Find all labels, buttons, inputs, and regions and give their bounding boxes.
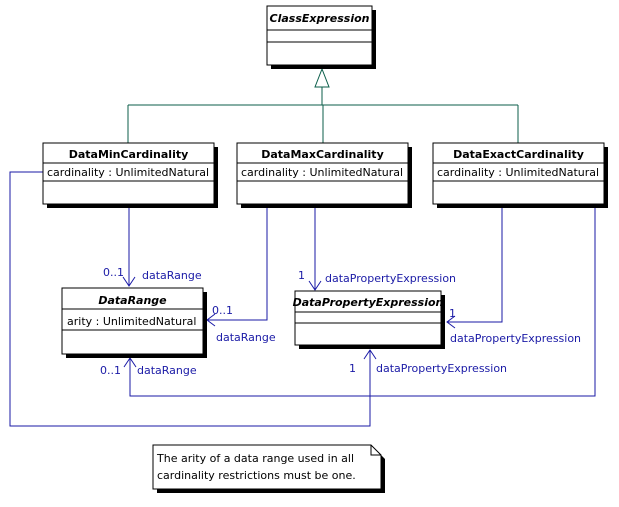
role-label: dataPropertyExpression bbox=[325, 272, 456, 285]
association-labels: 0..1 dataRange 0..1 dataRange 1 dataProp… bbox=[100, 266, 581, 377]
class-class-expression[interactable]: ClassExpression bbox=[266, 5, 376, 69]
role-label: dataRange bbox=[216, 331, 276, 344]
class-name: DataExactCardinality bbox=[453, 148, 584, 161]
class-name: DataRange bbox=[98, 294, 167, 307]
generalization-lines bbox=[127, 67, 519, 143]
note-text-line: The arity of a data range used in all bbox=[156, 452, 354, 465]
role-label: dataRange bbox=[142, 269, 202, 282]
class-attribute: cardinality : UnlimitedNatural bbox=[437, 166, 599, 179]
class-attribute: arity : UnlimitedNatural bbox=[67, 315, 196, 328]
class-data-max-cardinality[interactable]: DataMaxCardinality cardinality : Unlimit… bbox=[236, 142, 412, 208]
association-lines bbox=[9, 171, 596, 427]
multiplicity-label: 1 bbox=[349, 362, 356, 375]
class-data-min-cardinality[interactable]: DataMinCardinality cardinality : Unlimit… bbox=[42, 142, 218, 208]
class-data-exact-cardinality[interactable]: DataExactCardinality cardinality : Unlim… bbox=[432, 142, 608, 208]
class-attribute: cardinality : UnlimitedNatural bbox=[47, 166, 209, 179]
multiplicity-label: 1 bbox=[298, 269, 305, 282]
note: The arity of a data range used in all ca… bbox=[152, 444, 385, 493]
class-name: ClassExpression bbox=[270, 12, 370, 25]
role-label: dataRange bbox=[137, 364, 197, 377]
class-name: DataPropertyExpression bbox=[293, 296, 444, 309]
multiplicity-label: 1 bbox=[449, 307, 456, 320]
class-data-property-expression[interactable]: DataPropertyExpression bbox=[293, 290, 445, 349]
multiplicity-label: 0..1 bbox=[103, 266, 124, 279]
role-label: dataPropertyExpression bbox=[450, 332, 581, 345]
class-data-range[interactable]: DataRange arity : UnlimitedNatural bbox=[61, 287, 207, 358]
role-label: dataPropertyExpression bbox=[376, 362, 507, 375]
multiplicity-label: 0..1 bbox=[212, 304, 233, 317]
class-name: DataMinCardinality bbox=[69, 148, 189, 161]
generalization-arrowhead bbox=[314, 67, 330, 88]
multiplicity-label: 0..1 bbox=[100, 364, 121, 377]
class-attribute: cardinality : UnlimitedNatural bbox=[241, 166, 403, 179]
class-name: DataMaxCardinality bbox=[261, 148, 384, 161]
note-text-line: cardinality restrictions must be one. bbox=[157, 469, 356, 482]
